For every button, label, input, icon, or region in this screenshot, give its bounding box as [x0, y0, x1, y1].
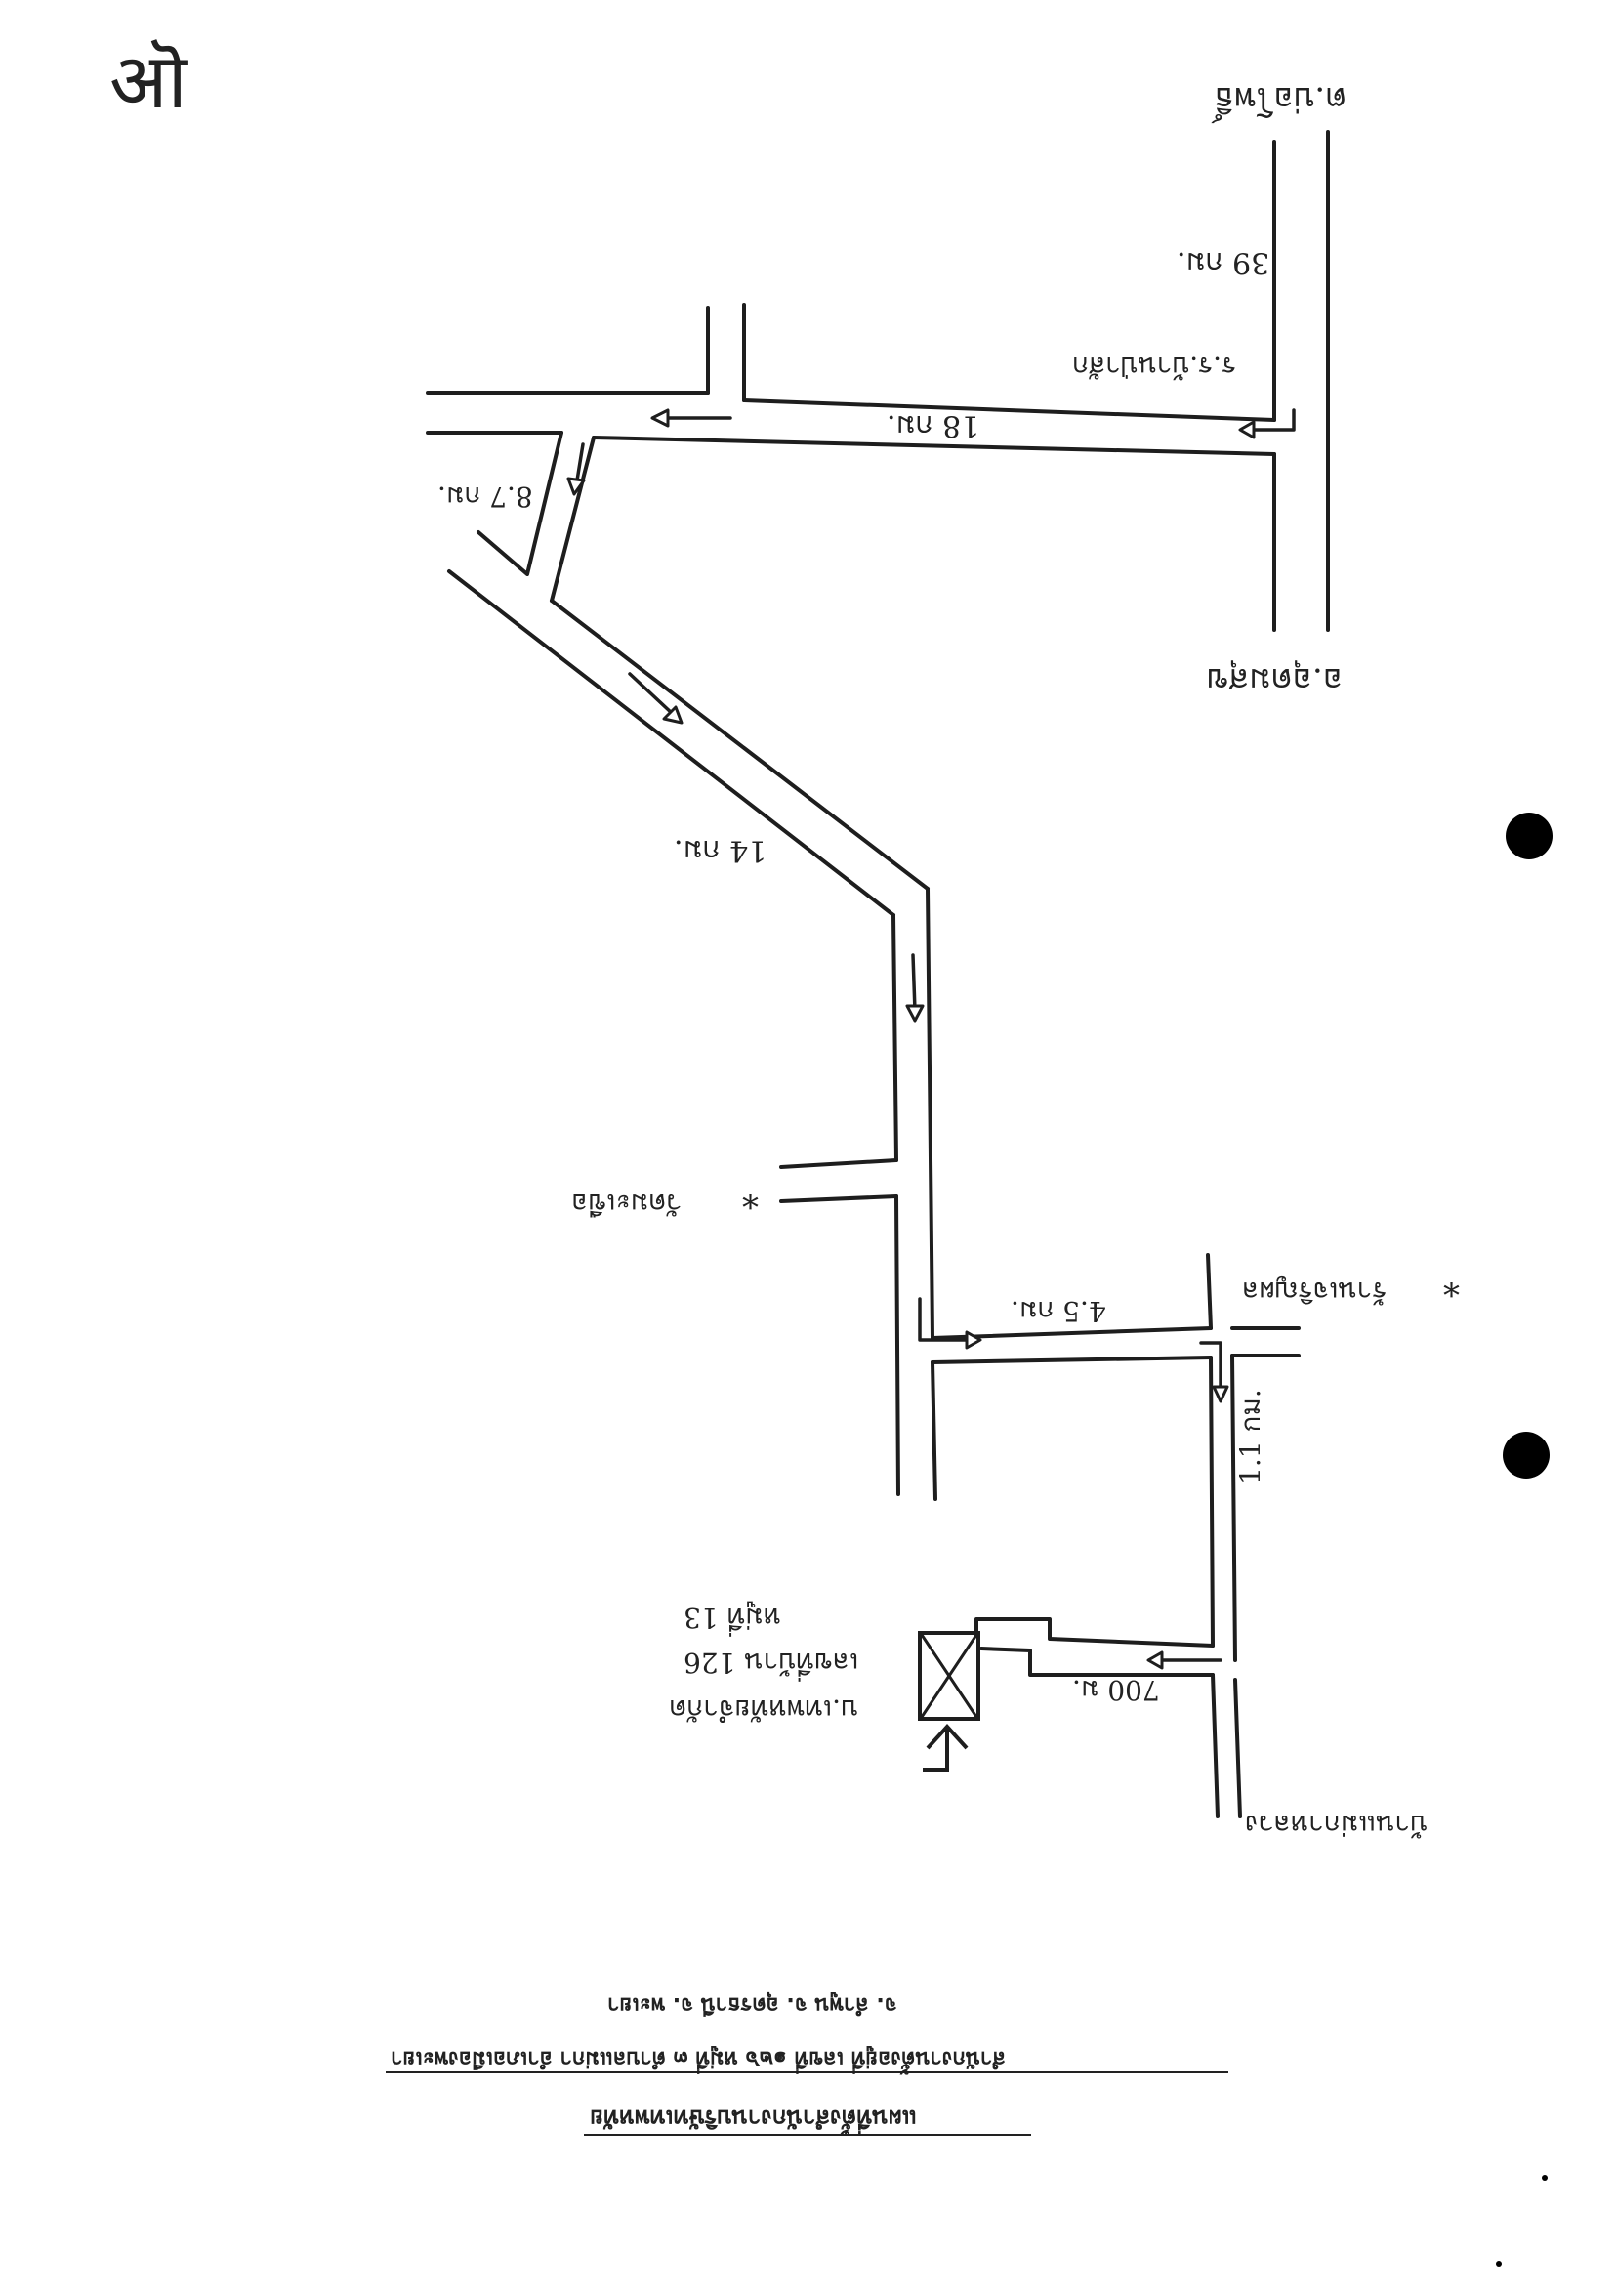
south-road [1230, 1354, 1237, 1662]
branch-road [779, 1158, 898, 1169]
diagonal-road [550, 436, 596, 603]
diagonal-road [447, 569, 895, 917]
distance-connector-label: 4.5 กม. [1011, 1295, 1106, 1327]
distance-horizontal-label: 18 กม. [887, 408, 979, 442]
arrow-head [905, 1004, 925, 1023]
south-road [1233, 1678, 1242, 1818]
arrow-line [1199, 1341, 1222, 1394]
diagonal-road [477, 431, 563, 576]
distance-vertical-label: 1.1 กม. [1234, 1389, 1266, 1484]
header-address-line2: จ. ลำพูน จ. อุดรธานี จ. พะเยา [607, 1991, 897, 2017]
page-title: แผนที่ตั้งสำนักงานบริษัทเทพหทัย [590, 2105, 917, 2137]
stray-mark [1542, 2175, 1548, 2181]
connector-road [931, 1326, 1213, 1340]
distance-diagonal-short-label: 8.7 กม. [437, 480, 533, 513]
city-bottom-label: อ.อุดมสุข [1206, 660, 1343, 699]
driveway [979, 1647, 1215, 1677]
road-network [426, 130, 1330, 1818]
vertical-road [891, 913, 898, 1162]
printed-header: จ. ลำพูน จ. อุดรธานี จ. พะเยา สำนักงานตั… [386, 1991, 1228, 2137]
distance-top-label: 39 กม. [1177, 245, 1269, 279]
arrow-head [1212, 1385, 1229, 1403]
junction-road [1206, 1253, 1213, 1330]
arrow-line [918, 1297, 974, 1342]
arrow-head [965, 1330, 982, 1350]
arrow-head [566, 477, 586, 496]
vertical-road [926, 887, 934, 1340]
arrow-head [1146, 1650, 1164, 1670]
connector-road [931, 1356, 1213, 1364]
route-arrows [566, 408, 1296, 1670]
star-icon: * [742, 1189, 759, 1228]
office-x-box [918, 1631, 980, 1721]
arrow-line [628, 672, 676, 717]
landmark-junction-label: ร้านเจริญผล [1242, 1275, 1387, 1308]
signature-mark: ऒ [109, 38, 188, 126]
diagonal-road [550, 599, 930, 891]
punch-hole [1503, 1432, 1550, 1479]
stray-mark [1496, 2261, 1502, 2267]
star-icon: * [1443, 1276, 1460, 1315]
main-road-edge [742, 398, 1276, 422]
arrow-head [662, 705, 684, 725]
vertical-road [931, 1360, 937, 1501]
distance-diagonal-label: 14 กม. [674, 833, 767, 867]
office-name-label: บ.เทพหทัยจำกัด [669, 1693, 858, 1726]
office-address-line1: เลขที่บ้าน 126 [684, 1647, 858, 1682]
distance-driveway-label: 700 ม. [1072, 1674, 1160, 1706]
arrow-line [911, 953, 917, 1013]
south-road [1211, 1673, 1220, 1818]
branch-road [779, 1194, 898, 1203]
bottom-place-label: บ้านแม่กาหลวง [1245, 1809, 1428, 1841]
arrow-head [650, 408, 670, 428]
landmark-temple-label: วัดมะเขือ [571, 1188, 682, 1220]
office-address-line2: หมู่ที่ 13 [684, 1601, 781, 1637]
arrow-head [1238, 420, 1256, 439]
vertical-road [894, 1194, 900, 1496]
landmark-left-label: ร.ร.บ้านป่าสัก [1072, 351, 1236, 383]
south-road [1209, 1356, 1215, 1648]
north-arrow-icon [923, 1724, 969, 1772]
driveway [974, 1617, 1215, 1648]
header-address-line1: สำนักงานตั้งอยู่ที่ เลขที่ ๑๒๖ หมู่ที่ ๓… [391, 2045, 1006, 2075]
arrow-line [1246, 408, 1296, 432]
punch-hole [1506, 813, 1553, 859]
main-road-edge [592, 436, 1276, 456]
map-labels: ต.บ่อโพธิ์ 39 กม. ร.ร.บ้านป่าสัก 18 กม. … [437, 79, 1460, 1841]
city-top-label: ต.บ่อโพธิ์ [1211, 79, 1347, 124]
